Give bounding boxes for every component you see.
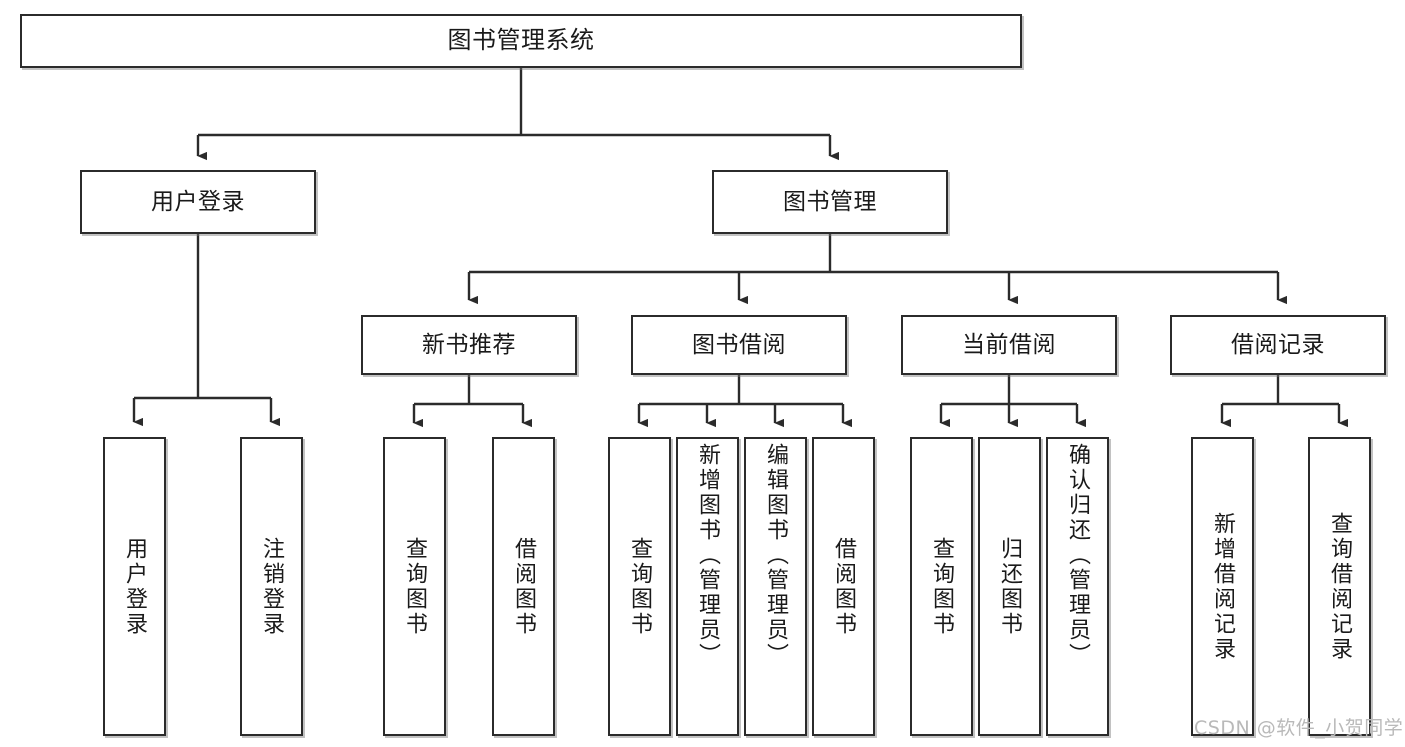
node-book-manage[interactable]: 图书管理	[712, 170, 948, 234]
node-borrow-record-label: 借阅记录	[1231, 331, 1325, 358]
node-leaf-query-record-label: 查询借阅记录	[1327, 511, 1353, 662]
node-leaf-add-record-label: 新增借阅记录	[1210, 511, 1236, 662]
node-leaf-add-book-label: 新增图书（管理员）	[695, 443, 721, 668]
node-leaf-query-book-1[interactable]: 查询图书	[383, 437, 446, 736]
node-borrow-record[interactable]: 借阅记录	[1170, 315, 1386, 375]
node-leaf-query-book-1-label: 查询图书	[402, 536, 428, 637]
node-leaf-confirm-return[interactable]: 确认归还（管理员）	[1046, 437, 1109, 736]
node-user-login[interactable]: 用户登录	[80, 170, 316, 234]
node-leaf-borrow-book-1[interactable]: 借阅图书	[492, 437, 555, 736]
node-leaf-user-login-label: 用户登录	[122, 536, 148, 637]
node-user-login-label: 用户登录	[151, 188, 245, 215]
node-leaf-add-record[interactable]: 新增借阅记录	[1191, 437, 1254, 736]
node-root-system-label: 图书管理系统	[447, 26, 595, 55]
node-leaf-query-book-2-label: 查询图书	[627, 536, 653, 637]
node-leaf-query-book-2[interactable]: 查询图书	[608, 437, 671, 736]
node-leaf-borrow-book-2[interactable]: 借阅图书	[812, 437, 875, 736]
node-leaf-query-book-3-label: 查询图书	[929, 536, 955, 637]
node-leaf-confirm-return-label: 确认归还（管理员）	[1065, 443, 1091, 668]
node-leaf-user-logout[interactable]: 注销登录	[240, 437, 303, 736]
node-book-manage-label: 图书管理	[783, 188, 877, 215]
node-root-system[interactable]: 图书管理系统	[20, 14, 1022, 68]
node-leaf-edit-book[interactable]: 编辑图书（管理员）	[744, 437, 807, 736]
node-leaf-query-record[interactable]: 查询借阅记录	[1308, 437, 1371, 736]
node-current-borrow[interactable]: 当前借阅	[901, 315, 1117, 375]
node-leaf-query-book-3[interactable]: 查询图书	[910, 437, 973, 736]
node-leaf-edit-book-label: 编辑图书（管理员）	[763, 443, 789, 668]
node-leaf-user-logout-label: 注销登录	[259, 536, 285, 637]
node-leaf-borrow-book-2-label: 借阅图书	[831, 536, 857, 637]
node-current-borrow-label: 当前借阅	[962, 331, 1056, 358]
node-leaf-user-login[interactable]: 用户登录	[103, 437, 166, 736]
node-book-borrow-label: 图书借阅	[692, 331, 786, 358]
node-leaf-add-book[interactable]: 新增图书（管理员）	[676, 437, 739, 736]
node-new-book-recommend[interactable]: 新书推荐	[361, 315, 577, 375]
node-leaf-return-book-label: 归还图书	[997, 536, 1023, 637]
node-leaf-borrow-book-1-label: 借阅图书	[511, 536, 537, 637]
node-leaf-return-book[interactable]: 归还图书	[978, 437, 1041, 736]
node-book-borrow[interactable]: 图书借阅	[631, 315, 847, 375]
node-new-book-recommend-label: 新书推荐	[422, 331, 516, 358]
